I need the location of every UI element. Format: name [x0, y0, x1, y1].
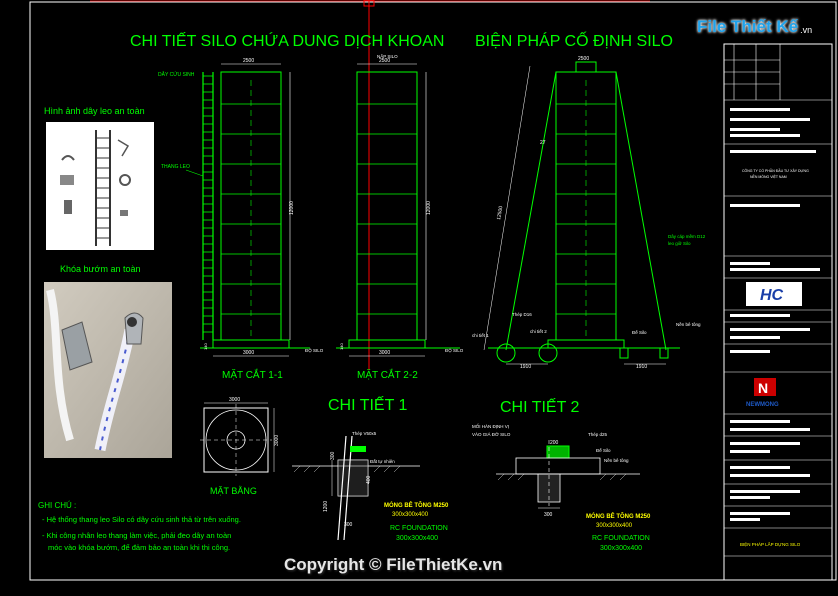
site-logo-text: File Thiết Kế: [697, 17, 799, 36]
section-2-2-drawing: [336, 63, 460, 357]
section-1-1-label: MẶT CẮT 1-1: [222, 368, 283, 381]
rc-label-2a: RC FOUNDATION: [592, 535, 650, 542]
copyright-watermark: Copyright © FileThietKe.vn: [284, 555, 503, 574]
label-weld-2: VÀO GIÁ ĐỠ SILO: [472, 431, 511, 437]
dim-top-width-3: 2500: [578, 56, 589, 62]
dim-d1-h2: 400: [366, 475, 372, 484]
dim-slant: 12500: [496, 205, 504, 220]
label-silo-floor: Đế Silo: [632, 330, 647, 335]
lock-photo-caption: Khóa bướm an toàn: [60, 264, 140, 274]
dim-top-width-2: 2500: [379, 58, 390, 64]
sheet-name: BIỆN PHÁP LẮP DỰNG SILO: [740, 540, 801, 547]
detail-1-drawing: [292, 435, 420, 541]
newmong-logo-label: NEWMONG: [746, 402, 779, 408]
dim-d1-w: 300: [344, 522, 353, 528]
detail-2-drawing: [496, 440, 640, 509]
label-detail-2-tag: chi tiết 2: [530, 329, 547, 334]
concrete-label-2b: 300x300x400: [596, 523, 633, 529]
newmong-logo-letter: N: [758, 380, 768, 396]
label-cable-2: leo giữ Silo: [668, 241, 691, 246]
dim-d2-w: 300: [544, 512, 553, 518]
dim-base-2: 3000: [379, 350, 390, 356]
dim-plan-top: 3000: [229, 397, 240, 403]
notes-line-3: móc vào khóa bướm, để đảm bảo an toàn kh…: [48, 543, 230, 552]
site-logo-badge[interactable]: File Thiết Kế .vn: [697, 14, 812, 40]
title-silo-detail: CHI TIẾT SILO CHỨA DUNG DỊCH KHOAN: [130, 31, 444, 50]
company-name-b: NỀN MÓNG VIỆT NAM: [750, 174, 787, 179]
label-floor-2: ĐỘ SILO: [445, 347, 464, 353]
dim-small-a: 140: [203, 343, 208, 350]
detail-1-title: CHI TIẾT 1: [328, 395, 408, 414]
hc-logo-text: HC: [760, 287, 784, 304]
label-floor-1: ĐỘ SILO: [305, 347, 324, 353]
label-foundation-tag-2: Nền bê tông: [604, 458, 629, 463]
butterfly-lock-photo: [44, 282, 172, 458]
dim-height-2: 12000: [426, 201, 432, 215]
ladder-photo-caption: Hình ảnh dây leo an toàn: [44, 106, 145, 116]
dim-d1-h3: 1200: [323, 501, 329, 512]
ladder-leader: [185, 169, 204, 177]
notes-line-2: - Khi công nhân leo thang làm việc, phải…: [42, 531, 231, 540]
label-ladder: THANG LEO: [161, 164, 190, 170]
label-cable: Dây cáp mềm D12: [668, 234, 706, 239]
label-roof: NẮP SILO: [377, 52, 398, 59]
drawing-frame: [29, 1, 837, 581]
label-weld: MỐI HÀN ĐỊNH VỊ: [472, 423, 509, 429]
title-block-text-lines: [730, 108, 820, 521]
label-ground: Đất tự nhiên: [370, 459, 395, 464]
label-silo-floor-2: Đế Silo: [596, 448, 611, 453]
section-1-1-drawing: [200, 63, 310, 357]
label-anchor-rod-2: Thép d25: [588, 432, 608, 437]
dim-small-b: 140: [339, 343, 344, 350]
detail-2-title: CHI TIẾT 2: [500, 397, 580, 416]
section-2-2-label: MẶT CẮT 2-2: [357, 368, 418, 381]
title-fixing-method: BIỆN PHÁP CỐ ĐỊNH SILO: [475, 30, 673, 50]
dim-height-1: 12000: [289, 201, 295, 215]
title-block-frame: [723, 43, 833, 581]
plan-label: MẶT BẰNG: [210, 486, 257, 496]
label-anchor-rod: Thép D16: [512, 312, 532, 317]
plan-view-drawing: [200, 402, 275, 476]
dim-top-width-1: 2500: [243, 58, 254, 64]
label-lifeline: DÂY CỨU SINH: [158, 71, 195, 78]
hc-logo: HC: [746, 282, 802, 306]
dim-offset-right: 1910: [636, 364, 647, 370]
dim-angle: 27: [540, 140, 546, 146]
notes-line-1: - Hệ thống thang leo Silo có dây cứu sin…: [42, 515, 241, 524]
concrete-label-1a: MÓNG BÊ TÔNG M250: [384, 501, 449, 509]
company-name-a: CÔNG TY CỔ PHẦN ĐẦU TƯ XÂY DỰNG: [742, 168, 809, 173]
dim-offset-left: 1910: [520, 364, 531, 370]
dim-d2-top: 200: [550, 440, 559, 446]
dim-plan-side: 3000: [274, 435, 280, 446]
ladder-safety-photo: [46, 122, 154, 250]
site-logo-suffix: .vn: [800, 25, 813, 35]
label-foundation-tag: Nền bê tông: [676, 322, 701, 327]
rc-label-2b: 300x300x400: [600, 545, 642, 552]
rc-label-1a: RC FOUNDATION: [390, 525, 448, 532]
newmong-logo: N NEWMONG: [746, 378, 779, 408]
title-block-grid: [724, 44, 832, 557]
notes-heading: GHI CHÚ :: [38, 501, 76, 510]
label-detail-1-tag: chi tiết 1: [472, 333, 489, 338]
dim-d1-h1: 300: [330, 451, 336, 460]
dim-base-1: 3000: [243, 350, 254, 356]
red-top-mark: [363, 0, 375, 7]
fixing-method-drawing: [483, 61, 680, 365]
concrete-label-2a: MÓNG BÊ TÔNG M250: [586, 512, 651, 520]
concrete-label-1b: 300x300x400: [392, 512, 429, 518]
rc-label-1b: 300x300x400: [396, 535, 438, 542]
label-steel-v: Thép V50x5: [352, 431, 377, 436]
